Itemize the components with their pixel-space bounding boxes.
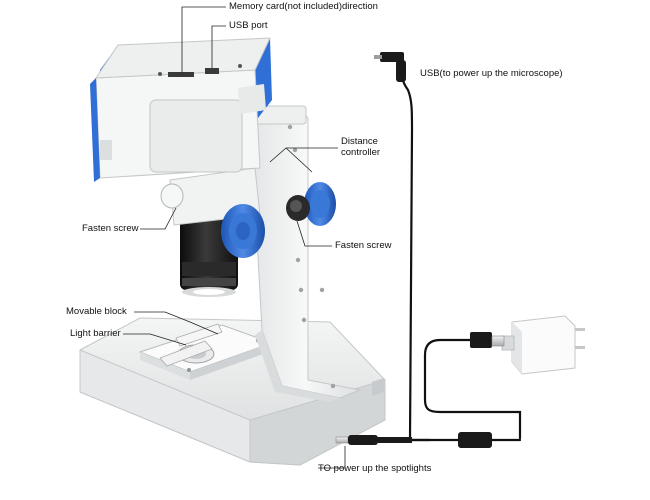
stage-plate: [138, 323, 274, 380]
fasten-screw-knob: [286, 195, 310, 221]
label-movable-block: Movable block: [66, 306, 127, 317]
label-fasten-screw-right: Fasten screw: [335, 240, 392, 251]
label-memory-card: Memory card(not included)direction: [229, 1, 378, 12]
label-fasten-screw-left: Fasten screw: [82, 223, 139, 234]
usb-plug-top: [374, 52, 406, 82]
usb-plug-adapter: [470, 332, 505, 348]
lcd-screen: [90, 37, 272, 182]
label-distance-controller-line2: controller: [341, 147, 381, 158]
label-usb-power: USB(to power up the microscope): [420, 68, 563, 79]
arm-column: [249, 105, 362, 402]
distance-controller-knob-left: [221, 204, 265, 258]
cable-splitter: [458, 432, 492, 448]
cables: [399, 56, 522, 442]
label-usb-port: USB port: [229, 20, 268, 31]
label-distance-controller-line1: Distance: [341, 136, 378, 147]
label-spotlight-power: TO power up the spotlights: [318, 463, 432, 474]
distance-controller-knob-right: [304, 182, 336, 226]
leader-lines: [123, 6, 346, 469]
dc-plug: [335, 435, 412, 445]
usb-power-adapter: [501, 315, 585, 375]
label-light-barrier: Light barrier: [70, 328, 121, 339]
label-distance-controller: Distance controller: [341, 136, 380, 158]
